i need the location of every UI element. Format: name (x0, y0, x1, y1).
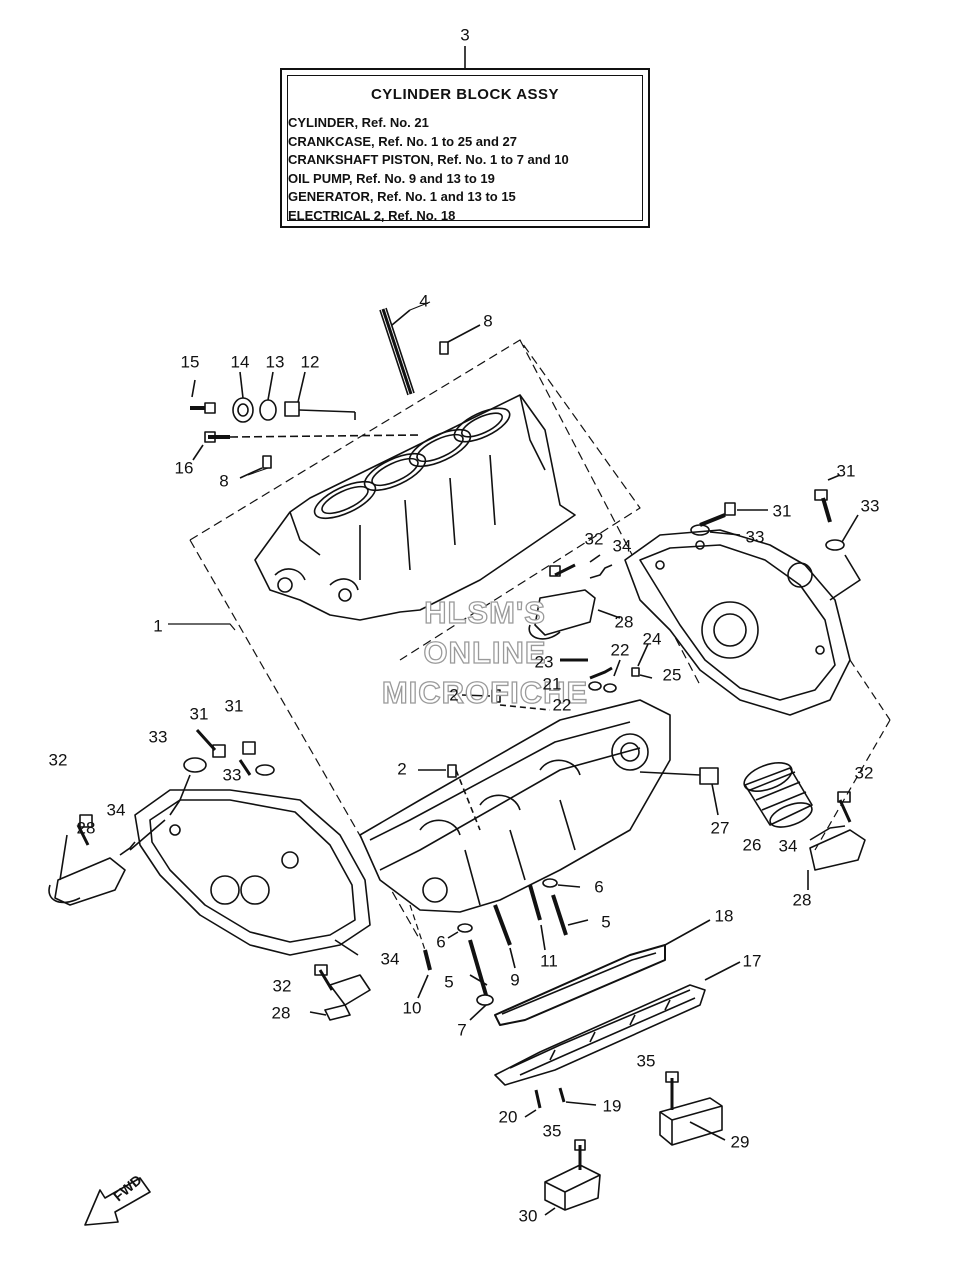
callout-19: 19 (602, 1096, 622, 1116)
legend-inner-frame (287, 75, 643, 221)
legend-line: OIL PUMP, Ref. No. 9 and 13 to 19 (288, 170, 495, 186)
callout-7: 7 (457, 1020, 467, 1040)
callout-1: 1 (153, 616, 163, 636)
fwd-arrow-icon (84, 1177, 151, 1226)
callout-24: 24 (642, 629, 662, 649)
callout-31: 31 (836, 461, 856, 481)
callout-33: 33 (222, 765, 242, 785)
callout-12: 12 (300, 352, 320, 372)
legend-title: CYLINDER BLOCK ASSY (370, 86, 560, 103)
callout-30: 30 (518, 1206, 538, 1226)
left-cover-part (134, 789, 371, 956)
callout-23: 23 (534, 652, 554, 672)
callout-34: 34 (612, 536, 632, 556)
callout-32: 32 (584, 529, 604, 549)
callout-35: 35 (542, 1121, 562, 1141)
callout-6: 6 (594, 877, 604, 897)
callout-10: 10 (402, 998, 422, 1018)
callout-31: 31 (772, 501, 792, 521)
legend-ref-number: 3 (460, 25, 470, 45)
callout-16: 16 (174, 458, 194, 478)
callout-18: 18 (714, 906, 734, 926)
watermark-line: HLSM'S (423, 594, 546, 630)
callout-15: 15 (180, 352, 200, 372)
callout-2: 2 (449, 685, 459, 705)
callout-28: 28 (614, 612, 634, 632)
callout-5: 5 (601, 912, 611, 932)
callout-22: 22 (610, 640, 630, 660)
callout-35: 35 (636, 1051, 656, 1071)
callout-13: 13 (265, 352, 285, 372)
callout-22: 22 (552, 695, 572, 715)
callout-32: 32 (272, 976, 292, 996)
callout-31: 31 (189, 704, 209, 724)
callout-17: 17 (742, 951, 762, 971)
callout-33: 33 (148, 727, 168, 747)
long-bolt-part (379, 307, 415, 396)
callout-28: 28 (792, 890, 812, 910)
callout-2: 2 (397, 759, 407, 779)
legend-line: ELECTRICAL 2, Ref. No. 18 (288, 207, 456, 223)
callout-20: 20 (498, 1107, 518, 1127)
oil-filter-part (743, 762, 813, 828)
legend-line: CYLINDER, Ref. No. 21 (288, 115, 429, 130)
callout-6: 6 (436, 932, 446, 952)
watermark: HLSM'S ONLINE MICROFICHE (370, 593, 600, 713)
callout-21: 21 (542, 674, 562, 694)
callout-34: 34 (380, 949, 400, 969)
callout-32: 32 (854, 763, 874, 783)
callout-29: 29 (730, 1132, 750, 1152)
lower-crankcase-part (359, 699, 671, 913)
callout-27: 27 (710, 818, 730, 838)
plug-parts (190, 371, 421, 461)
mount-bracket-part (528, 554, 621, 640)
callout-33: 33 (860, 496, 880, 516)
callout-32: 32 (48, 750, 68, 770)
callout-33: 33 (745, 527, 765, 547)
callout-34: 34 (106, 800, 126, 820)
right-cover-part (624, 529, 851, 716)
callout-34: 34 (778, 836, 798, 856)
callout-14: 14 (230, 352, 250, 372)
legend-line: GENERATOR, Ref. No. 1 and 13 to 15 (288, 189, 516, 204)
callout-4: 4 (419, 291, 429, 311)
callout-28: 28 (76, 818, 96, 838)
cylinder-block-part (254, 394, 576, 621)
callout-26: 26 (742, 835, 762, 855)
legend-line: CRANKCASE, Ref. No. 1 to 25 and 27 (288, 133, 517, 149)
callout-28: 28 (271, 1003, 291, 1023)
legend-line: CRANKSHAFT PISTON, Ref. No. 1 to 7 and 1… (288, 152, 569, 167)
watermark-line: MICROFICHE (381, 674, 589, 710)
legend-box: CYLINDER BLOCK ASSY CYLINDER, Ref. No. 2… (280, 68, 650, 228)
callout-31: 31 (224, 696, 244, 716)
legend-lines: CYLINDER, Ref. No. 21 CRANKCASE, Ref. No… (288, 114, 569, 225)
callout-9: 9 (510, 970, 520, 990)
callout-5: 5 (444, 972, 454, 992)
callout-8: 8 (219, 471, 229, 491)
watermark-line: ONLINE (423, 634, 547, 670)
callout-25: 25 (662, 665, 682, 685)
callout-11: 11 (540, 951, 558, 971)
callout-8: 8 (483, 311, 493, 331)
